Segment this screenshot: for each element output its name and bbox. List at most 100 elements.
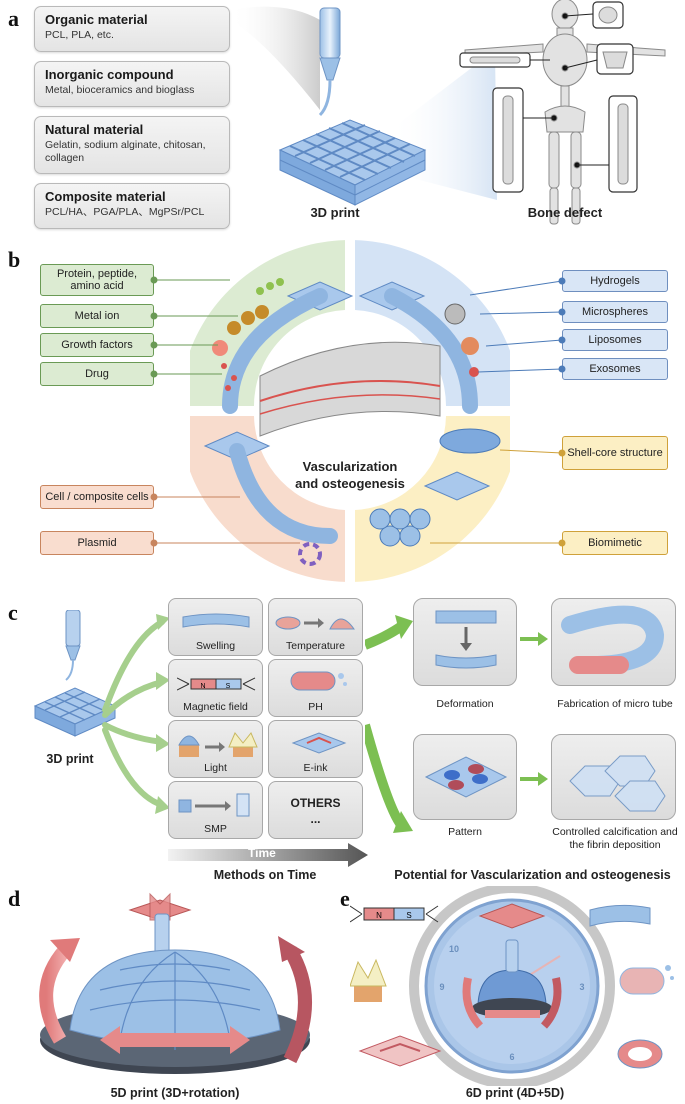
panel-a-bone-caption: Bone defect bbox=[527, 205, 603, 220]
material-title: Composite material bbox=[45, 189, 166, 204]
method-label: E-ink bbox=[303, 762, 328, 774]
material-natural: Natural material Gelatin, sodium alginat… bbox=[34, 116, 230, 174]
method-eink: E-ink bbox=[268, 720, 363, 778]
panel-e-illustration: 12 3 6 9 10 N S bbox=[350, 886, 674, 1086]
panel-letter-e: e bbox=[340, 886, 350, 911]
panel-letter-b: b bbox=[8, 247, 21, 272]
panel-a-print-caption: 3D print bbox=[310, 205, 360, 220]
panel-b-center-text: Vascularization and osteogenesis bbox=[295, 459, 405, 491]
magnet-s-label: S bbox=[226, 683, 231, 690]
method-others: OTHERS ... bbox=[268, 781, 363, 839]
flower-icon bbox=[350, 958, 387, 1002]
label-hydrogels: Hydrogels bbox=[562, 270, 668, 292]
funnel-shade bbox=[230, 6, 320, 111]
label-drug: Drug bbox=[40, 362, 154, 386]
label-liposomes: Liposomes bbox=[562, 329, 668, 351]
others-label: OTHERS bbox=[290, 796, 341, 810]
method-swelling: Swelling bbox=[168, 598, 263, 656]
clock-number: 9 bbox=[439, 982, 444, 992]
rotate-right-arrow bbox=[283, 946, 312, 1064]
panel-d-caption: 5D print (3D+rotation) bbox=[110, 1086, 240, 1100]
material-composite: Composite material PCL/HA、PGA/PLA、MgPSr/… bbox=[34, 183, 230, 229]
scaffold-icon bbox=[278, 119, 427, 206]
tube-green bbox=[222, 288, 328, 414]
material-organic: Organic material PCL, PLA, etc. bbox=[34, 6, 230, 52]
capsule-icon bbox=[619, 965, 674, 995]
result-pattern-box bbox=[413, 734, 517, 820]
method-light: Light bbox=[168, 720, 263, 778]
clock-number: 6 bbox=[509, 1052, 514, 1062]
bead-icons bbox=[212, 278, 501, 566]
time-label: Time bbox=[248, 846, 276, 860]
material-desc: PCL, PLA, etc. bbox=[45, 29, 114, 41]
label-shell-core: Shell-core structure bbox=[562, 436, 668, 470]
bone-block-icon bbox=[259, 341, 441, 437]
material-title: Organic material bbox=[45, 12, 148, 27]
method-label: Light bbox=[204, 762, 227, 774]
material-title: Inorganic compound bbox=[45, 67, 174, 82]
label-exosomes: Exosomes bbox=[562, 358, 668, 380]
arrow-to-calcification bbox=[520, 772, 548, 786]
panel-c-print-caption: 3D print bbox=[46, 752, 94, 766]
magnet-n-label: N bbox=[200, 683, 205, 690]
methods-caption: Methods on Time bbox=[213, 868, 317, 882]
method-temperature: Temperature bbox=[268, 598, 363, 656]
eink-icon bbox=[358, 1035, 442, 1067]
method-magnetic: N S Magnetic field bbox=[168, 659, 263, 717]
magnet-icon: N S bbox=[350, 905, 439, 923]
magnet-n-label: N bbox=[376, 911, 382, 920]
result-pattern-label: Pattern bbox=[448, 826, 482, 838]
result-calcification-label: Controlled calcification and the fibrin … bbox=[552, 826, 678, 851]
panel-letter-c: c bbox=[8, 600, 18, 625]
method-label: Temperature bbox=[286, 640, 345, 652]
clock-ring bbox=[409, 886, 615, 1086]
label-cell: Cell / composite cells bbox=[40, 485, 154, 509]
method-label: SMP bbox=[204, 823, 227, 835]
label-protein: Protein, peptide, amino acid bbox=[40, 264, 154, 296]
clock-number: 3 bbox=[579, 982, 584, 992]
label-metal-ion: Metal ion bbox=[40, 304, 154, 328]
label-growth-factors: Growth factors bbox=[40, 333, 154, 357]
panel-a-illustration bbox=[230, 0, 666, 225]
magnet-s-label: S bbox=[406, 911, 411, 920]
result-deformation-label: Deformation bbox=[436, 698, 494, 710]
panel-e-caption: 6D print (4D+5D) bbox=[465, 1086, 565, 1100]
nozzle-icon bbox=[154, 913, 170, 955]
result-calcification-box bbox=[551, 734, 676, 820]
method-ph: PH bbox=[268, 659, 363, 717]
result-microtube-label: Fabrication of micro tube bbox=[557, 698, 673, 710]
tube-blue bbox=[384, 288, 478, 414]
tube-orange bbox=[229, 443, 338, 544]
big-green-arrows bbox=[365, 615, 413, 833]
skeleton-icon bbox=[464, 0, 666, 225]
label-plasmid: Plasmid bbox=[40, 531, 154, 555]
clock-number: 10 bbox=[449, 944, 459, 954]
material-inorganic: Inorganic compound Metal, bioceramics an… bbox=[34, 61, 230, 107]
panel-d-illustration bbox=[39, 892, 312, 1074]
method-label: Swelling bbox=[195, 640, 236, 652]
panel-c-fan-arrows bbox=[102, 614, 170, 814]
swelling-icon bbox=[589, 904, 651, 927]
time-arrow bbox=[168, 843, 368, 867]
result-microtube-box bbox=[551, 598, 676, 686]
label-microspheres: Microspheres bbox=[562, 301, 668, 323]
panel-letter-d: d bbox=[8, 886, 21, 911]
method-smp: SMP bbox=[168, 781, 263, 839]
rotation-cross-icon bbox=[128, 892, 192, 921]
label-biomimetic: Biomimetic bbox=[562, 531, 668, 555]
nozzle-icon bbox=[319, 7, 341, 59]
material-title: Natural material bbox=[45, 122, 144, 137]
method-label: PH bbox=[308, 701, 323, 713]
arrow-to-microtube bbox=[520, 632, 548, 646]
panel-letter-a: a bbox=[8, 6, 19, 31]
panel-b-ring bbox=[170, 236, 530, 586]
potential-caption: Potential for Vascularization and osteog… bbox=[394, 868, 671, 882]
material-desc: Metal, bioceramics and bioglass bbox=[45, 84, 195, 96]
material-desc: PCL/HA、PGA/PLA、MgPSr/PCL bbox=[45, 206, 205, 218]
others-ellipsis: ... bbox=[310, 812, 321, 826]
rotate-left-arrow bbox=[39, 945, 71, 1044]
result-deformation-box bbox=[413, 598, 517, 686]
material-desc: Gelatin, sodium alginate, chitosan, coll… bbox=[45, 139, 206, 164]
coil-icon bbox=[617, 1039, 663, 1069]
method-label: Magnetic field bbox=[183, 701, 248, 713]
